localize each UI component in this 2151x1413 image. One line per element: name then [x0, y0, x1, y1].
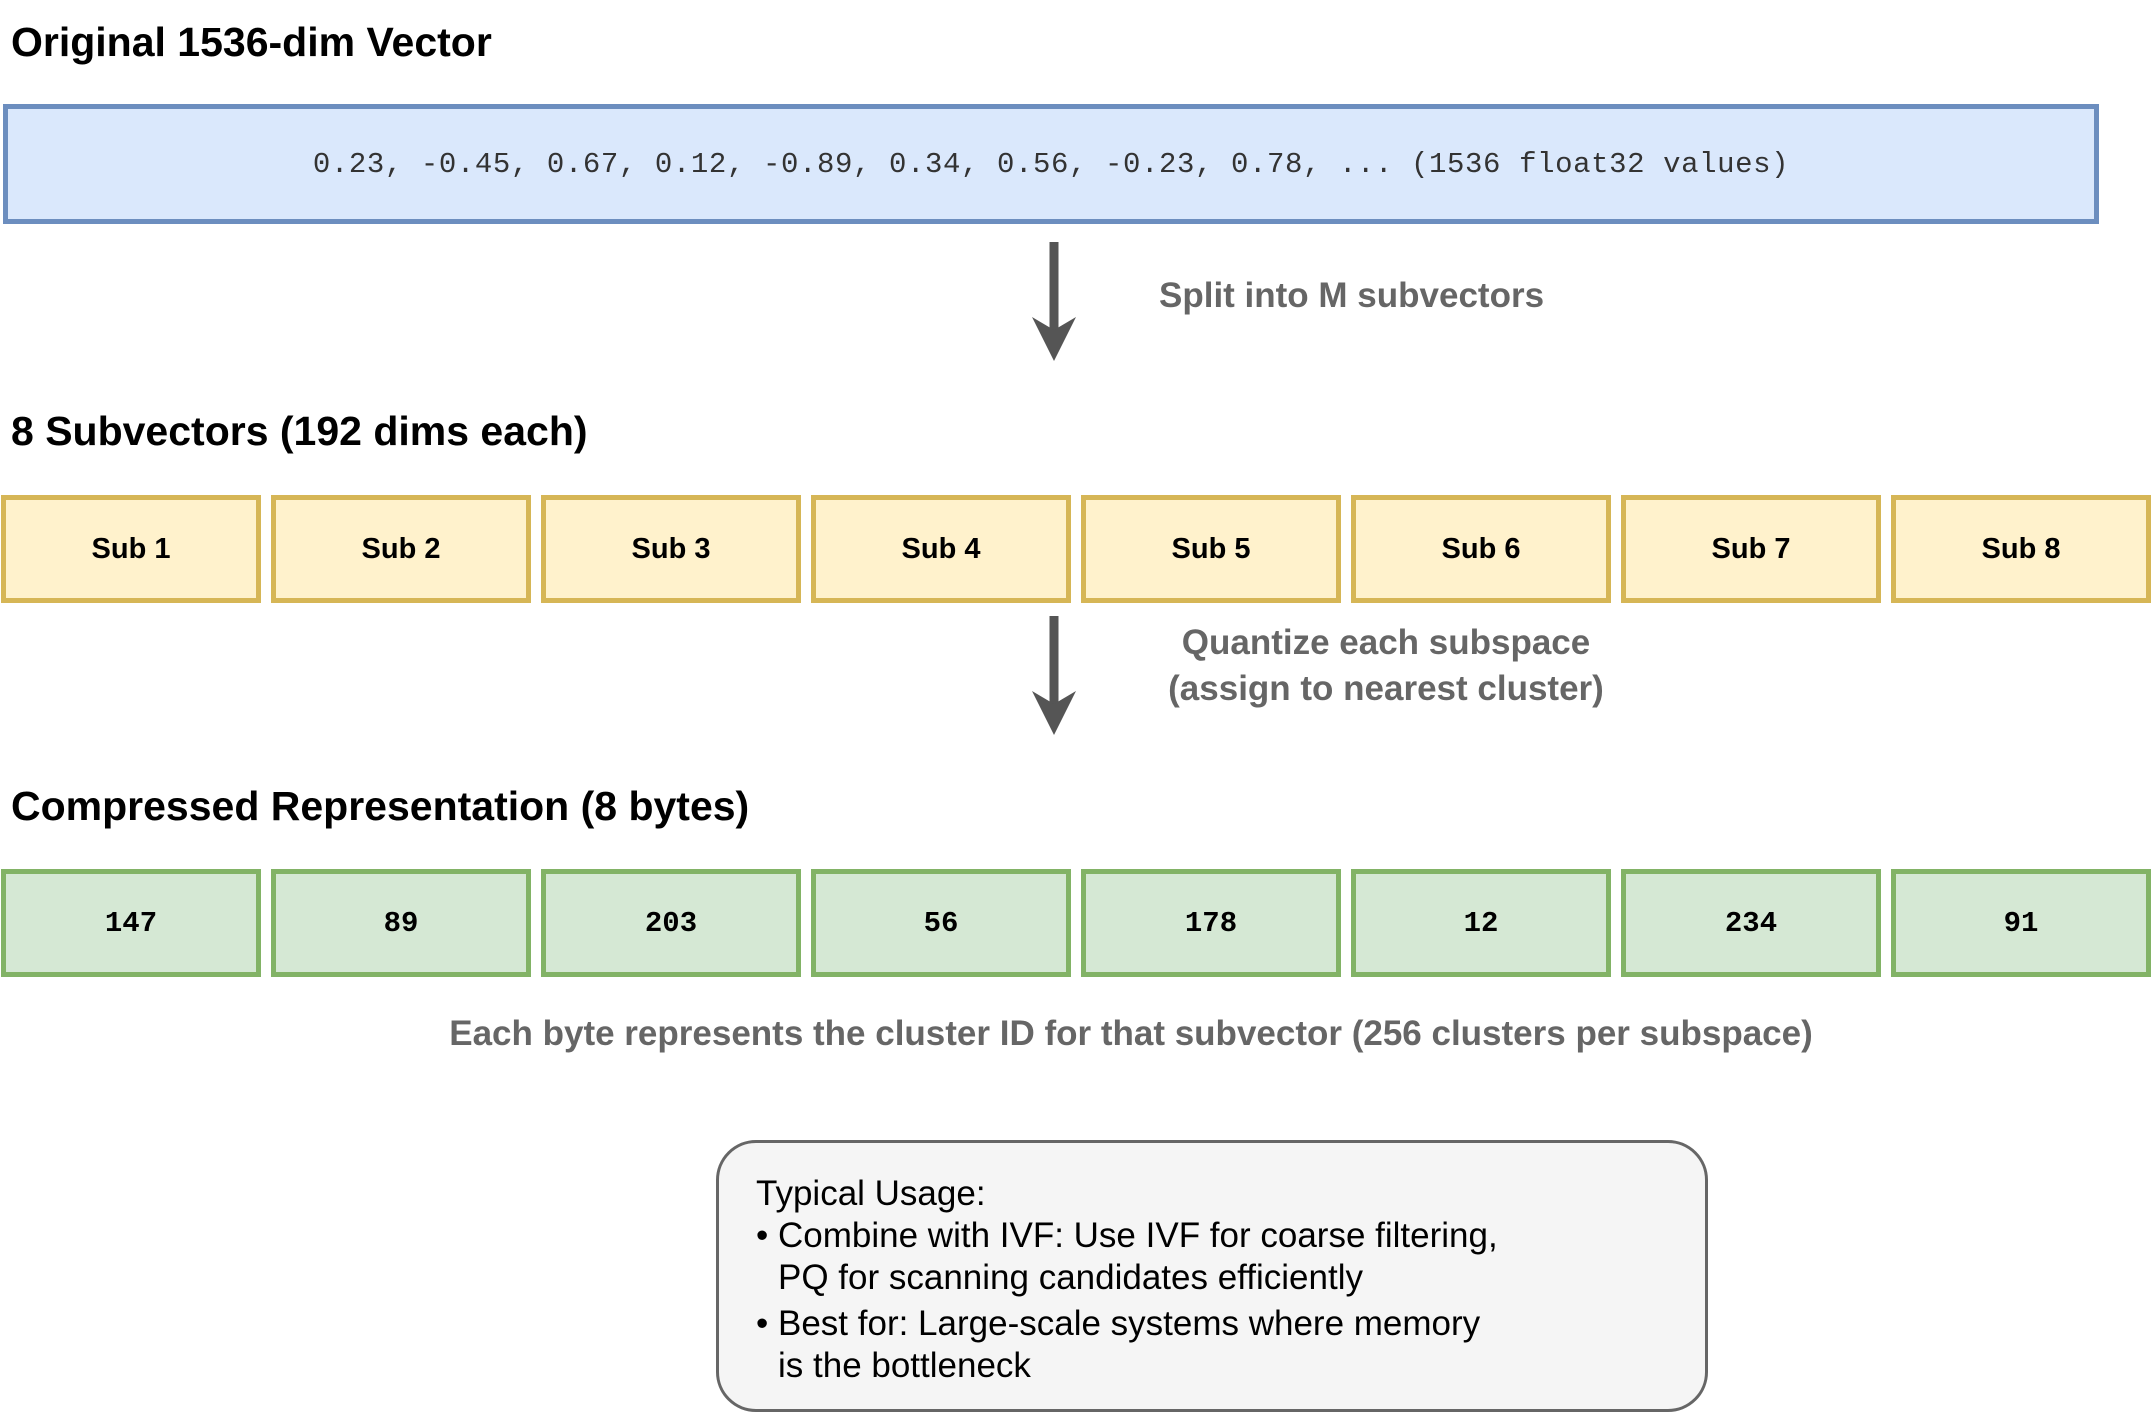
cluster-id-caption: Each byte represents the cluster ID for … — [449, 1014, 1813, 1053]
code-cell-7: 234 — [1621, 869, 1881, 977]
subvector-row: Sub 1 Sub 2 Sub 3 Sub 4 Sub 5 Sub 6 Sub … — [0, 495, 2151, 603]
original-vector-title: Original 1536-dim Vector — [11, 19, 492, 65]
subvector-cell-2: Sub 2 — [271, 495, 531, 603]
usage-item-ivf: • Combine with IVF: Use IVF for coarse f… — [756, 1215, 1669, 1299]
quantize-label-line-2: (assign to nearest cluster) — [1168, 668, 1604, 708]
code-cell-8: 91 — [1891, 869, 2151, 977]
original-vector-box: 0.23, -0.45, 0.67, 0.12, -0.89, 0.34, 0.… — [3, 104, 2099, 224]
code-cell-4: 56 — [811, 869, 1071, 977]
bullet-icon: • — [756, 1216, 769, 1255]
code-cell-1: 147 — [1, 869, 261, 977]
quantize-step-label: Quantize each subspace (assign to neares… — [1159, 620, 1613, 711]
subvector-cell-5: Sub 5 — [1081, 495, 1341, 603]
bullet-icon: • — [756, 1304, 769, 1343]
subvectors-title: 8 Subvectors (192 dims each) — [11, 408, 588, 454]
subvector-cell-1: Sub 1 — [1, 495, 261, 603]
usage-item-best-for-line-2: is the bottleneck — [778, 1346, 1031, 1385]
subvector-cell-4: Sub 4 — [811, 495, 1071, 603]
split-arrow — [1032, 242, 1076, 361]
usage-item-best-for: • Best for: Large-scale systems where me… — [756, 1303, 1669, 1387]
subvector-cell-7: Sub 7 — [1621, 495, 1881, 603]
subvector-cell-8: Sub 8 — [1891, 495, 2151, 603]
original-vector-values: 0.23, -0.45, 0.67, 0.12, -0.89, 0.34, 0.… — [312, 147, 1790, 181]
code-cell-5: 178 — [1081, 869, 1341, 977]
quantize-arrow — [1032, 616, 1076, 735]
split-step-label: Split into M subvectors — [1159, 276, 1545, 315]
code-row: 147 89 203 56 178 12 234 91 — [0, 869, 2151, 977]
code-cell-3: 203 — [541, 869, 801, 977]
code-cell-2: 89 — [271, 869, 531, 977]
subvector-cell-3: Sub 3 — [541, 495, 801, 603]
typical-usage-box: Typical Usage: • Combine with IVF: Use I… — [716, 1140, 1708, 1412]
usage-title: Typical Usage: — [756, 1174, 986, 1213]
code-cell-6: 12 — [1351, 869, 1611, 977]
quantize-label-line-1: Quantize each subspace — [1181, 623, 1591, 662]
usage-item-ivf-line-1: Combine with IVF: Use IVF for coarse fil… — [778, 1216, 1498, 1255]
subvector-cell-6: Sub 6 — [1351, 495, 1611, 603]
compressed-title: Compressed Representation (8 bytes) — [11, 783, 750, 829]
usage-item-best-for-line-1: Best for: Large-scale systems where memo… — [778, 1304, 1481, 1343]
usage-item-ivf-line-2: PQ for scanning candidates efficiently — [778, 1258, 1363, 1297]
